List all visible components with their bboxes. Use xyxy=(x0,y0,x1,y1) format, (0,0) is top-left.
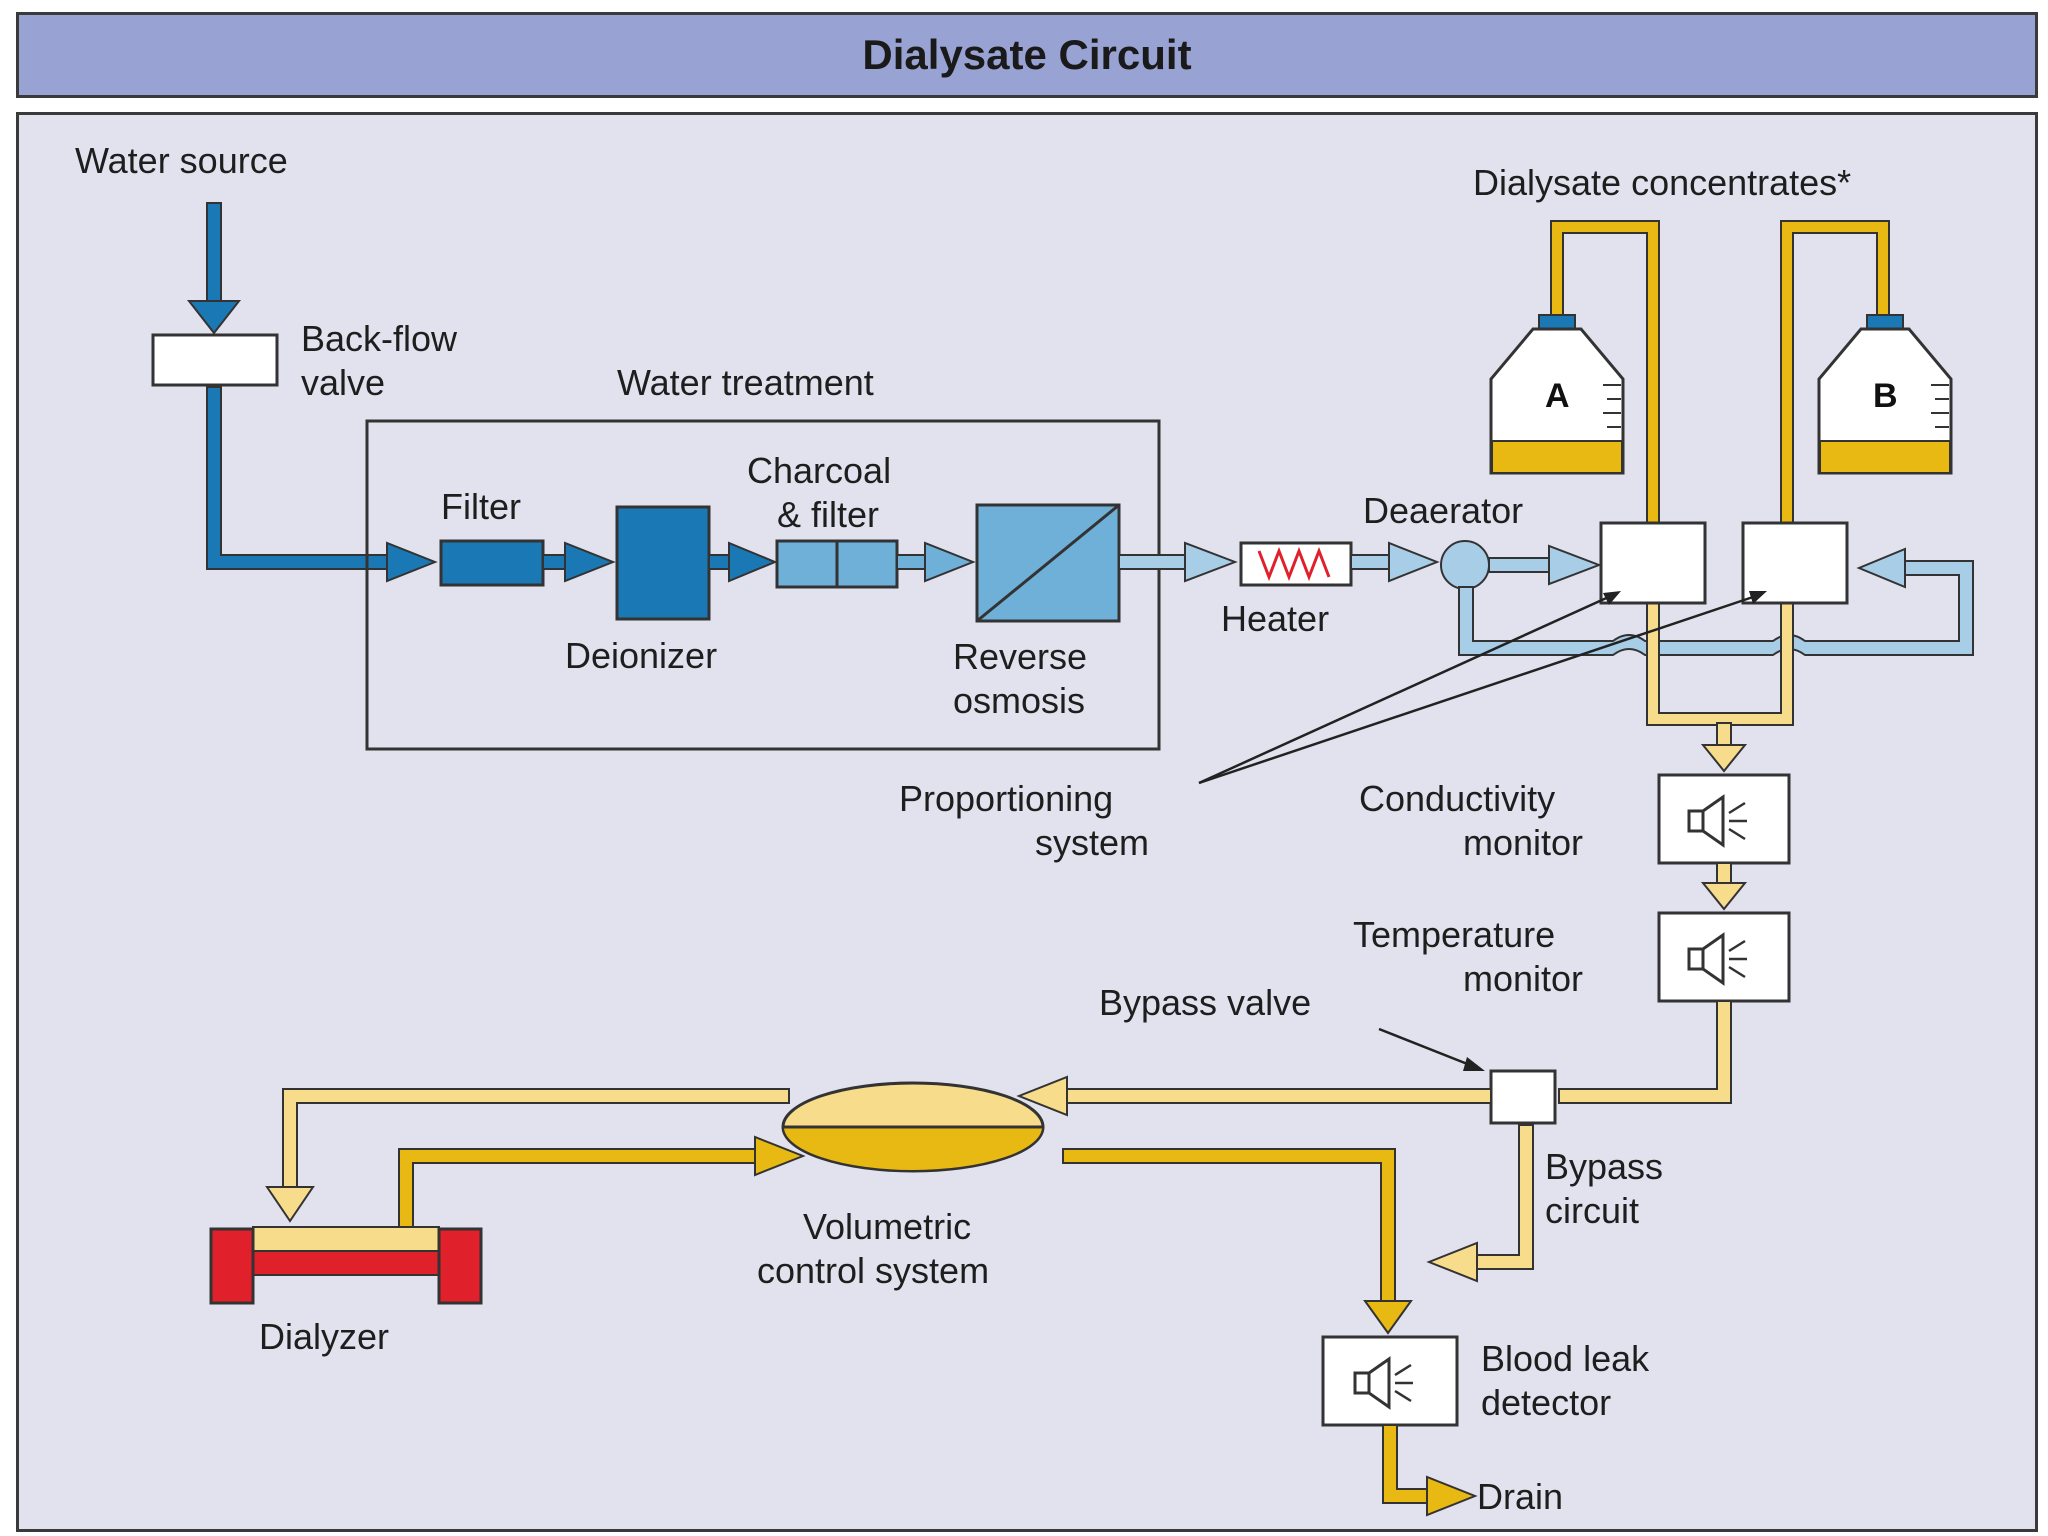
proportioning-pointer-lines xyxy=(1198,591,1767,785)
drain-label: Drain xyxy=(1477,1476,1563,1517)
blood-leak-label-2: detector xyxy=(1481,1382,1611,1423)
water-treatment-label: Water treatment xyxy=(617,362,874,403)
water-treatment-box xyxy=(365,419,1161,751)
speaker-icon xyxy=(1353,1356,1413,1410)
pipe-conductivity-to-temperature xyxy=(1700,862,1748,911)
pipe-valve-to-filter xyxy=(206,386,438,583)
pipe-temperature-to-bypass xyxy=(1558,1000,1732,1104)
heater-coil-icon xyxy=(1257,546,1331,582)
deaerator-label: Deaerator xyxy=(1363,490,1523,531)
filter-unit xyxy=(439,539,545,587)
bypass-circuit-pipe xyxy=(1426,1124,1534,1283)
reverse-osmosis-label-2: osmosis xyxy=(953,680,1085,721)
heater-label: Heater xyxy=(1221,598,1329,639)
pipe-deaerator-to-proportioning xyxy=(1488,544,1602,586)
proportioning-label-1: Proportioning xyxy=(899,778,1113,819)
pipe-proportioning-to-conductivity xyxy=(1646,602,1794,773)
speaker-icon xyxy=(1687,794,1747,848)
heater-unit xyxy=(1239,541,1353,587)
volumetric-label-2: control system xyxy=(757,1250,989,1291)
bypass-circuit-label-2: circuit xyxy=(1545,1190,1639,1231)
arrow-charcoal-to-ro xyxy=(896,541,976,583)
bypass-valve xyxy=(1489,1069,1557,1125)
bypass-valve-pointer xyxy=(1378,1027,1485,1071)
backflow-valve-label-2: valve xyxy=(301,362,385,403)
concentrate-bottle-a: A xyxy=(1489,314,1625,475)
title-bar: Dialysate Circuit xyxy=(16,12,2038,98)
charcoal-label-2: & filter xyxy=(777,494,879,535)
filter-label: Filter xyxy=(441,486,521,527)
dialysate-circuit-diagram: Water source Back-flow valve Water treat… xyxy=(75,140,1974,1517)
concentrates-label: Dialysate concentrates* xyxy=(1473,162,1851,203)
pipe-heater-to-deaerator xyxy=(1350,541,1440,583)
proportioning-box-a xyxy=(1599,521,1707,605)
deionizer-label: Deionizer xyxy=(565,635,717,676)
proportioning-box-b xyxy=(1741,521,1849,605)
bottle-b-label: B xyxy=(1873,377,1898,415)
water-source-label: Water source xyxy=(75,140,288,181)
pipe-bypass-to-dialyzer xyxy=(265,1075,1492,1223)
water-inlet-pipe xyxy=(186,202,242,335)
conductivity-label-2: monitor xyxy=(1463,822,1583,863)
temperature-label-2: monitor xyxy=(1463,958,1583,999)
conductivity-monitor xyxy=(1657,773,1791,865)
temperature-label-1: Temperature xyxy=(1353,914,1555,955)
arrow-deionizer-to-charcoal xyxy=(708,541,778,583)
conductivity-label-1: Conductivity xyxy=(1359,778,1555,819)
pipe-ro-to-heater xyxy=(1118,541,1238,583)
bypass-circuit-label-1: Bypass xyxy=(1545,1146,1663,1187)
dialyzer-label: Dialyzer xyxy=(259,1316,389,1357)
volumetric-control-unit xyxy=(781,1081,1045,1173)
charcoal-unit xyxy=(775,539,839,589)
diagram-title: Dialysate Circuit xyxy=(862,31,1192,78)
backflow-valve-label-1: Back-flow xyxy=(301,318,458,359)
bottle-a-label: A xyxy=(1545,377,1570,415)
dialyzer-unit xyxy=(209,1226,483,1305)
backflow-valve xyxy=(151,333,279,387)
charcoal-filter-unit xyxy=(835,539,899,589)
blood-leak-label-1: Blood leak xyxy=(1481,1338,1650,1379)
bypass-valve-label: Bypass valve xyxy=(1099,982,1311,1023)
deaerator-unit xyxy=(1440,540,1490,590)
deionizer-unit xyxy=(615,505,711,621)
reverse-osmosis-label-1: Reverse xyxy=(953,636,1087,677)
speaker-icon xyxy=(1687,932,1747,986)
pipe-detector-to-drain xyxy=(1382,1424,1478,1517)
proportioning-label-2: system xyxy=(1035,822,1149,863)
concentrate-bottle-b: B xyxy=(1817,314,1953,475)
charcoal-label-1: Charcoal xyxy=(747,450,891,491)
pipe-recirculation-loop xyxy=(1458,547,1974,656)
volumetric-label-1: Volumetric xyxy=(803,1206,971,1247)
arrow-filter-to-deionizer xyxy=(542,541,616,583)
diagram-panel: Water source Back-flow valve Water treat… xyxy=(16,112,2038,1532)
